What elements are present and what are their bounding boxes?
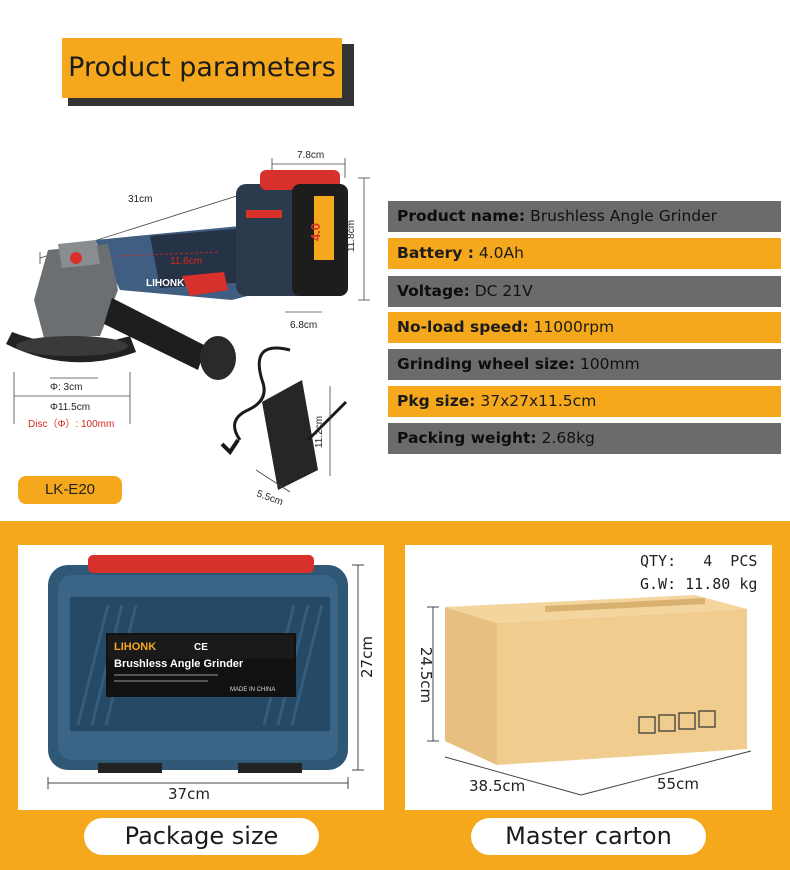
- package-size-caption: Package size: [84, 818, 319, 855]
- spec-row-packing-weight: Packing weight: 2.68kg: [388, 423, 781, 454]
- spec-label: Battery :: [397, 244, 474, 262]
- spec-value: 37x27x11.5cm: [475, 392, 597, 410]
- carton-qty: QTY: 4 PCS: [640, 552, 758, 570]
- spec-value: 2.68kg: [536, 429, 595, 447]
- carton-height: 24.5cm: [417, 647, 435, 703]
- carton-length: 55cm: [657, 775, 699, 793]
- battery-label: 4.0: [308, 223, 323, 241]
- spec-value: 100mm: [575, 355, 640, 373]
- spec-row-product-name: Product name: Brushless Angle Grinder: [388, 201, 781, 232]
- spec-label: Grinding wheel size:: [397, 355, 576, 373]
- carton-gross-weight: G.W: 11.80 kg: [640, 575, 758, 593]
- case-origin: MADE IN CHINA: [230, 687, 275, 693]
- spec-label: Pkg size:: [397, 392, 476, 410]
- dim-battery-width: 7.8cm: [297, 150, 324, 161]
- model-code-tag: LK-E20: [18, 476, 122, 504]
- spec-label: Product name:: [397, 207, 526, 225]
- package-width: 37cm: [168, 785, 210, 803]
- case-product: Brushless Angle Grinder: [114, 658, 244, 670]
- dim-battery-height: 11.8cm: [346, 220, 357, 252]
- case-mark: CE: [194, 642, 208, 653]
- spec-label: Voltage:: [397, 282, 470, 300]
- spec-row-no-load-speed: No-load speed: 11000rpm: [388, 312, 781, 343]
- spec-value: DC 21V: [469, 282, 533, 300]
- dim-charger-height: 11.2cm: [314, 416, 325, 448]
- dim-disc: Disc（Φ）: 100mm: [28, 418, 114, 430]
- spec-row-pkg-size: Pkg size: 37x27x11.5cm: [388, 386, 781, 417]
- case-brand: LIHONK: [114, 641, 156, 653]
- dim-bore: Φ: 3cm: [50, 382, 82, 393]
- package-case-illustration: LIHONK CE Brushless Angle Grinder MADE I…: [47, 555, 376, 803]
- dim-battery-depth: 6.8cm: [290, 320, 317, 331]
- spec-row-battery: Battery : 4.0Ah: [388, 238, 781, 269]
- spec-value: Brushless Angle Grinder: [525, 207, 718, 225]
- tool-brand: LIHONK: [146, 278, 185, 289]
- spec-label: No-load speed:: [397, 318, 529, 336]
- dim-length: 31cm: [128, 194, 152, 205]
- package-height: 27cm: [358, 636, 376, 678]
- spec-row-wheel-size: Grinding wheel size: 100mm: [388, 349, 781, 380]
- master-carton-caption: Master carton: [471, 818, 706, 855]
- spec-row-voltage: Voltage: DC 21V: [388, 276, 781, 307]
- spec-value: 4.0Ah: [473, 244, 524, 262]
- carton-depth: 38.5cm: [469, 777, 525, 795]
- spec-value: 11000rpm: [528, 318, 615, 336]
- carton-illustration: 24.5cm 38.5cm 55cm: [417, 595, 752, 796]
- page-title: Product parameters: [62, 38, 342, 98]
- tool-illustration: 31cm 7.8cm 11.8cm 6.8cm 4.0 11.6cm LIHON…: [6, 150, 370, 508]
- dim-charger-width: 5.5cm: [255, 488, 284, 508]
- spec-label: Packing weight:: [397, 429, 537, 447]
- dim-handle-inner: 11.6cm: [170, 256, 202, 267]
- dim-head: Φ11.5cm: [50, 402, 90, 413]
